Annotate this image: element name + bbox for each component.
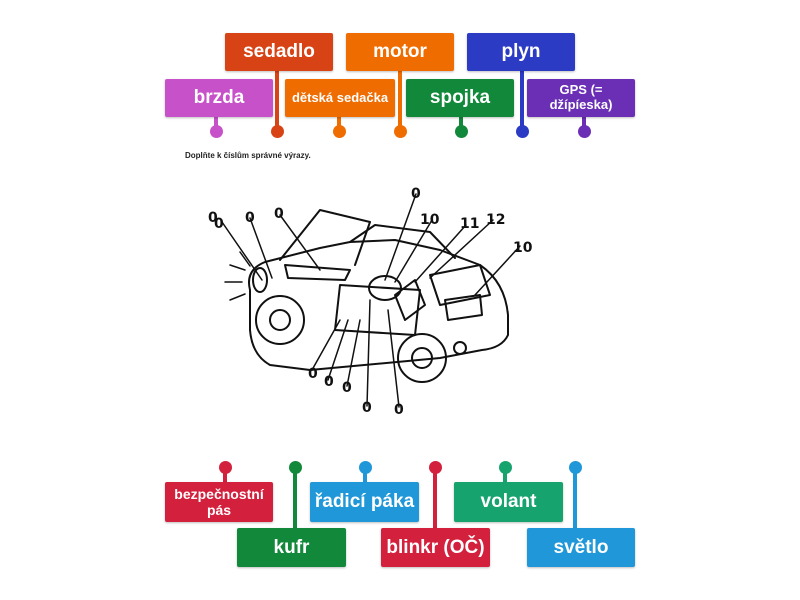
tag-stem xyxy=(582,115,586,131)
headlight-rays xyxy=(224,251,251,301)
tag-pin xyxy=(210,125,223,138)
car-front-hub xyxy=(269,309,291,331)
car-cabin xyxy=(349,224,456,259)
tag-pin xyxy=(578,125,591,138)
tag-pin xyxy=(359,461,372,474)
tag-stem xyxy=(275,70,279,132)
tag-kufr[interactable]: kufr xyxy=(237,528,346,567)
tag-volant[interactable]: volant xyxy=(454,482,563,522)
tag-stem xyxy=(433,468,437,530)
tag-pin xyxy=(455,125,468,138)
tag-stem xyxy=(459,115,463,131)
diagram-label: 12 xyxy=(486,212,505,228)
tag-motor[interactable]: motor xyxy=(346,33,454,71)
car-engine xyxy=(284,264,351,281)
tag-plyn[interactable]: plyn xyxy=(467,33,575,71)
tag-stem xyxy=(573,468,577,530)
diagram-label: 10 xyxy=(420,212,440,228)
tag-bezpecnostni-pas[interactable]: bezpečnostní pás xyxy=(165,482,273,522)
car-body-outline xyxy=(248,239,509,371)
tag-stem xyxy=(293,468,297,530)
tag-pin xyxy=(394,125,407,138)
tag-stem xyxy=(363,468,367,484)
tag-pin xyxy=(271,125,284,138)
tag-stem xyxy=(398,70,402,132)
diagram-label: 0 xyxy=(274,206,284,222)
diagram-label: 11 xyxy=(460,216,479,232)
car-rear-wheel xyxy=(397,333,447,383)
tag-pin xyxy=(429,461,442,474)
diagram-label: 0 xyxy=(411,186,421,202)
car-diagram: 0 0 0 0 10 11 12 10 0 0 0 0 0 0 xyxy=(208,186,533,418)
car-hood xyxy=(279,209,371,266)
car-door xyxy=(334,284,421,336)
tag-spojka[interactable]: spojka xyxy=(406,79,514,117)
tag-detska-sedacka[interactable]: dětská sedačka xyxy=(285,79,395,117)
diagram-label: 0 xyxy=(245,210,255,226)
tag-pin xyxy=(289,461,302,474)
tag-pin xyxy=(516,125,529,138)
tag-blinkr[interactable]: blinkr (OČ) xyxy=(381,528,490,567)
tag-pin xyxy=(333,125,346,138)
pointer-lines xyxy=(221,193,521,408)
diagram-label: 0 xyxy=(394,402,404,418)
car-rear-hub xyxy=(411,347,433,369)
car-steering-wheel xyxy=(368,275,402,301)
diagram-label: 0 xyxy=(208,210,218,226)
diagram-label: 0 xyxy=(324,374,334,390)
tag-stem xyxy=(337,115,341,131)
tag-svetlo[interactable]: světlo xyxy=(527,528,635,567)
diagram-label: 0 xyxy=(342,380,352,396)
tag-sedadlo[interactable]: sedadlo xyxy=(225,33,333,71)
diagram-label: 0 xyxy=(362,400,372,416)
tag-gps[interactable]: GPS (= džípíeska) xyxy=(527,79,635,117)
tag-stem xyxy=(214,115,218,131)
car-seat xyxy=(394,279,426,321)
diagram-label: 10 xyxy=(513,240,533,256)
tag-stem xyxy=(520,70,524,132)
car-headlight xyxy=(252,267,268,293)
instruction-text: Doplňte k číslům správné výrazy. xyxy=(185,151,311,160)
tag-stem xyxy=(503,468,507,484)
tag-pin xyxy=(219,461,232,474)
tag-stem xyxy=(223,468,227,484)
diagram-label: 0 xyxy=(308,366,318,382)
car-front-wheel xyxy=(255,295,305,345)
car-trunk-box xyxy=(444,294,483,321)
diagram-label: 0 xyxy=(214,216,224,232)
car-rear-light xyxy=(453,341,467,355)
tag-pin xyxy=(499,461,512,474)
car-trunk xyxy=(429,264,491,306)
tag-radici-paka[interactable]: řadicí páka xyxy=(310,482,419,522)
tag-pin xyxy=(569,461,582,474)
tag-brzda[interactable]: brzda xyxy=(165,79,273,117)
